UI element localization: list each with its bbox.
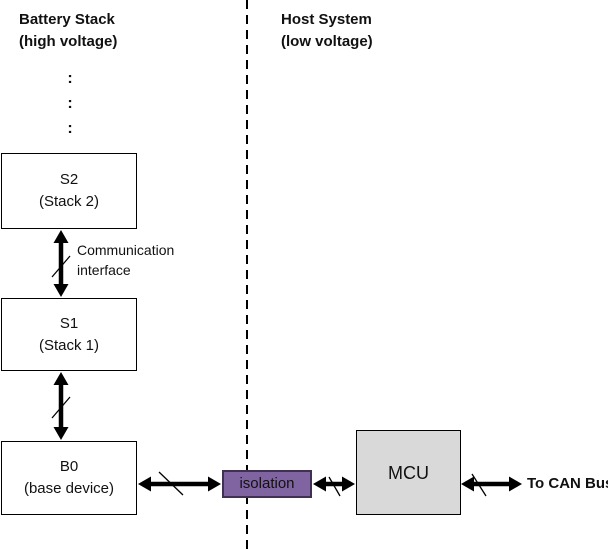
b0-title: B0 [59,458,79,475]
s1-title: S1 [59,314,79,332]
arrow-isolation-mcu [313,476,355,497]
stack-continuation-ellipsis: : : : [56,66,84,141]
battery-stack-header: Battery Stack (high voltage) [19,9,117,53]
arrow-mcu-canbus [461,473,522,497]
mcu-box: MCU [356,430,461,515]
ellipsis-dot: : [67,95,73,112]
isolation-box: isolation [222,470,312,498]
communication-interface-label-line2: interface [77,262,131,278]
bus-slash-icon [51,396,71,419]
ellipsis-dot: : [67,70,73,87]
s1-subtitle: (Stack 1) [38,336,99,354]
b0-base-device-box: B0 (base device) [1,441,137,515]
arrow-s1-b0 [51,372,71,440]
to-can-bus-label: To CAN Bus [527,475,608,492]
communication-interface-label: Communication interface [77,240,174,280]
bus-slash-icon [328,476,341,497]
battery-stack-header-line1: Battery Stack [19,11,115,28]
s2-subtitle: (Stack 2) [38,193,99,210]
battery-stack-header-line2: (high voltage) [19,33,118,50]
s1-stack1-box: S1 (Stack 1) [1,298,137,371]
bus-slash-icon [471,473,487,497]
arrow-s2-s1 [51,230,71,297]
mcu-label: MCU [388,462,429,483]
host-system-header-line2: (low voltage) [281,33,373,50]
arrow-b0-isolation [138,471,221,496]
host-system-header-line1: Host System [281,11,372,28]
isolation-label: isolation [239,475,295,492]
host-system-header: Host System (low voltage) [281,9,373,53]
bus-slash-icon [51,255,71,278]
s2-stack2-box: S2 (Stack 2) [1,153,137,229]
ellipsis-dot: : [67,120,73,137]
communication-interface-label-line1: Communication [77,242,175,258]
b0-subtitle: (base device) [23,480,115,497]
bus-slash-icon [158,471,184,496]
s2-title: S2 [59,171,79,188]
